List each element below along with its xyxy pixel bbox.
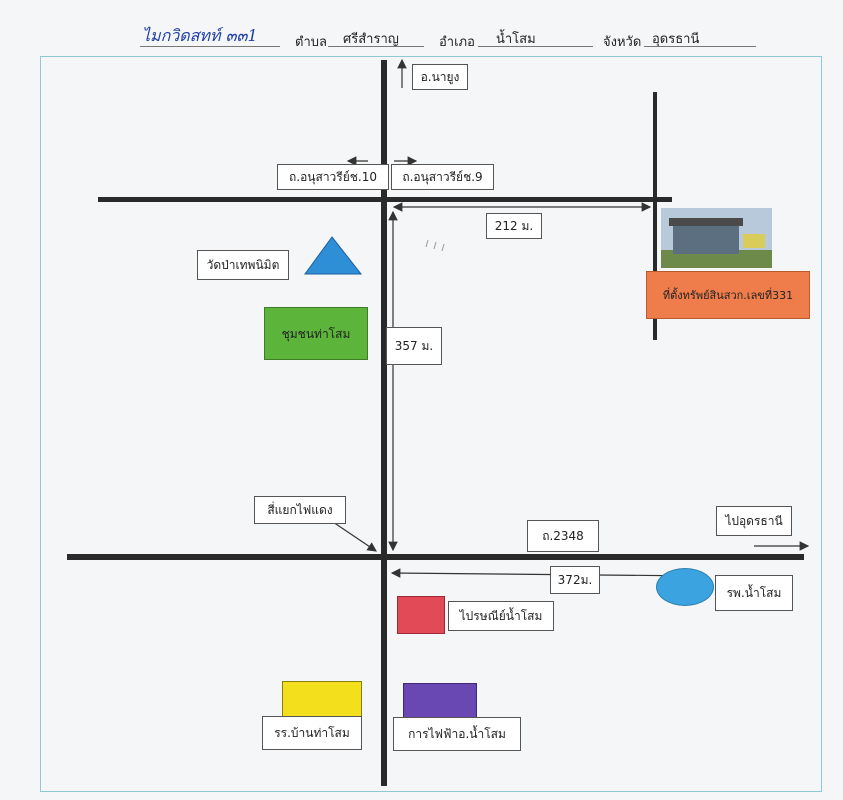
main-road-vertical [381,60,387,786]
subdistrict-label: ตำบล [295,35,327,50]
to-udon-label: ไปอุดรธานี [716,506,792,536]
road-left-label: ถ.อนุสาวรีย์ช.10 [277,164,389,190]
community-marker: ชุมชนท่าโสม [264,307,368,360]
header-underline [328,46,424,47]
handwritten-plot-number: ไมกวิดสทท์ ๓๓1 [142,26,258,45]
property-label: ที่ตั้งทรัพย์สินสวก.เลขที่331 [646,271,810,319]
post-office-label: ไปรษณีย์น้ำโสม [448,601,554,631]
school-label: รร.บ้านท่าโสม [262,716,362,750]
photo-ground [661,250,772,268]
map-frame [40,56,822,792]
district-label: อำเภอ [439,35,475,50]
post-office-marker [397,596,445,634]
road-horizontal-top [98,197,672,202]
header-underline [140,46,280,47]
north-destination-label: อ.นายูง [412,64,468,90]
photo-building [673,224,739,254]
province-value: อุดรธานี [652,32,700,47]
traffic-light-leader [329,519,377,552]
hospital-marker [656,568,714,606]
photo-sign [743,234,765,248]
header-underline [478,46,593,47]
photo-roof [669,218,743,226]
subdistrict-value: ศรีสำราญ [343,32,399,47]
road-2348-horizontal [67,554,804,560]
dist-bottom-line [390,568,707,581]
district-value: น้ำโสม [496,32,536,47]
property-photo [661,208,772,268]
electricity-marker [403,683,477,721]
province-label: จังหวัด [603,35,642,50]
electricity-label: การไฟฟ้าอ.น้ำโสม [393,717,521,751]
road-vertical-right [653,92,657,340]
hospital-label: รพ.น้ำโสม [715,575,793,611]
traffic-light-label: สี่แยกไฟแดง [254,496,346,524]
header-underline [644,46,756,47]
distance-top-label: 212 ม. [486,213,542,239]
road-2348-label: ถ.2348 [527,520,599,552]
road-right-label: ถ.อนุสาวรีย์ช.9 [391,164,494,190]
temple-label: วัดป่าเทพนิมิต [197,250,289,280]
school-marker [282,681,362,719]
distance-bottom-label: 372ม. [550,566,600,594]
distance-vertical-label: 357 ม. [386,327,442,365]
